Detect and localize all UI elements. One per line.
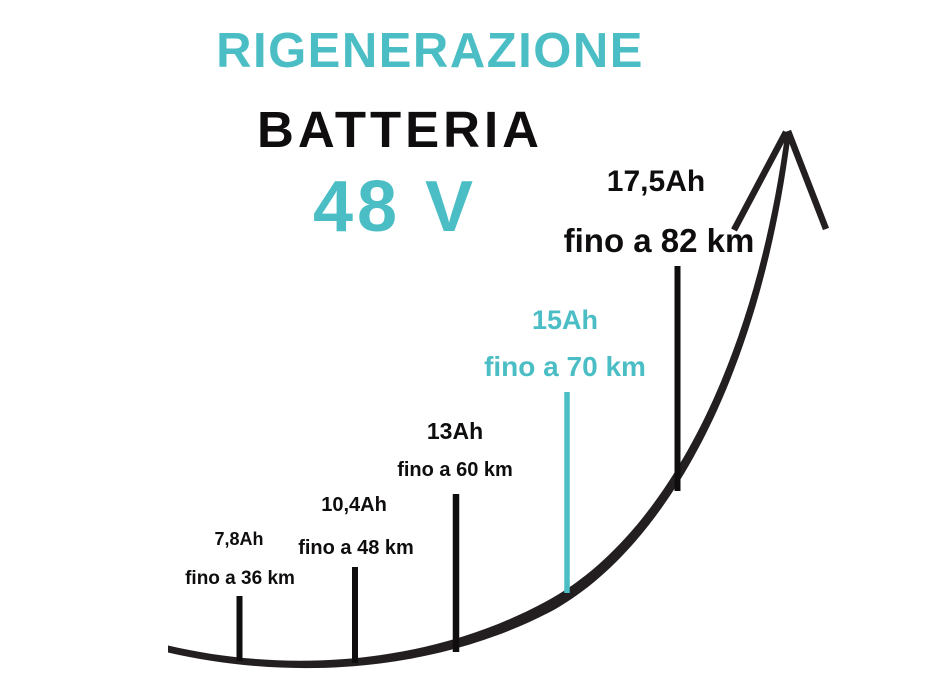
arrowhead-left-barb — [731, 130, 789, 232]
capacity-label-15ah: 15Ah — [531, 305, 599, 335]
range-label-36km: fino a 36 km — [185, 568, 295, 589]
capacity-label-7-8ah: 7,8Ah — [214, 529, 264, 549]
capacity-label-13ah: 13Ah — [426, 418, 484, 444]
range-label-48km: fino a 48 km — [298, 537, 414, 559]
title-voltage-48v: 48 V — [312, 167, 478, 247]
title-rigenerazione: RIGENERAZIONE — [216, 24, 644, 78]
range-label-70km: fino a 70 km — [484, 351, 646, 382]
range-label-82km: fino a 82 km — [563, 222, 755, 259]
capacity-label-17-5ah: 17,5Ah — [606, 165, 706, 198]
capacity-label-10-4ah: 10,4Ah — [321, 494, 387, 516]
arrowhead-right-barb — [784, 129, 830, 231]
curve-shaft — [168, 131, 791, 669]
title-batteria: BATTERIA — [256, 101, 544, 158]
range-label-60km: fino a 60 km — [397, 459, 513, 481]
